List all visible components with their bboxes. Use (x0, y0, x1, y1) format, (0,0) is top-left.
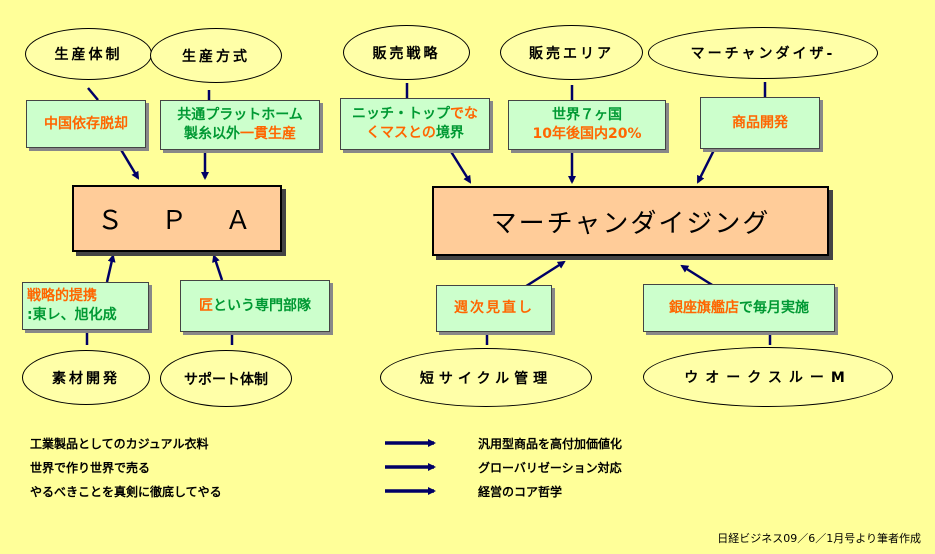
arrow-takumi-to-spa (212, 254, 224, 281)
oval-support-system: サポート体制 (160, 350, 292, 407)
box-common-platform-line2: 製糸以外一貫生産 (184, 125, 296, 144)
box-common-platform-line1: 共通プラットホーム (177, 107, 303, 123)
box-ginza-flagship-line: 銀座旗艦店で毎月実施 (669, 299, 809, 318)
summary-right-3: 経営のコア哲学 (478, 485, 563, 499)
arrow-productdev-to-md (696, 147, 717, 184)
oval-production-method: 生産方式 (150, 28, 282, 83)
summary-right-1: 汎用型商品を高付加価値化 (478, 437, 623, 451)
box-ginza-flagship-part-b: で毎月実施 (739, 299, 809, 316)
box-strategic-alliance: 戦略的提携 :東レ、旭化成 (22, 282, 149, 330)
oval-sales-area: 販売エリア (500, 25, 643, 80)
box-china-exit: 中国依存脱却 (26, 100, 146, 148)
box-niche-top-part-b: でな (450, 106, 478, 122)
box-world-seven: 世界７ヶ国 10年後国内20% (508, 100, 666, 150)
box-niche-top-part-c: くマスとの (366, 125, 436, 141)
connector-line (87, 87, 99, 101)
box-product-dev: 商品開発 (700, 97, 820, 149)
box-niche-top-part-d: 境界 (435, 125, 464, 141)
box-takumi: 匠という専門部隊 (180, 280, 330, 332)
box-weekly-review: 週次見直し (436, 285, 552, 332)
box-niche-top-part-a: ニッチ・トップ (352, 106, 450, 122)
box-ginza-flagship-part-a: 銀座旗艦店 (669, 299, 739, 316)
box-spa: Ｓ Ｐ Ａ (72, 185, 282, 252)
box-niche-top-line2: くマスとの境界 (366, 124, 464, 143)
box-takumi-part-b: という専門部隊 (213, 297, 311, 314)
summary-left-2: 世界で作り世界で売る (30, 461, 151, 475)
summary-left-3: やるべきことを真剣に徹底してやる (30, 485, 222, 499)
arrow-china-to-spa (118, 147, 140, 180)
oval-wo-kurusu-m: ウオークスルーM (643, 347, 893, 407)
box-strategic-alliance-line1: 戦略的提携 (27, 288, 97, 304)
box-merchandising: マーチャンダイジング (432, 186, 829, 256)
oval-production-system: 生産体制 (25, 28, 152, 80)
box-strategic-alliance-line2: :東レ、旭化成 (27, 307, 117, 323)
box-niche-top: ニッチ・トップでな くマスとの境界 (340, 98, 490, 150)
arrow-niche-to-md (448, 149, 472, 184)
box-takumi-part-a: 匠 (199, 297, 213, 314)
summary-right-2: グローバリゼーション対応 (478, 461, 622, 475)
arrow-alliance-to-spa (105, 254, 116, 283)
box-takumi-line: 匠という専門部隊 (199, 297, 311, 316)
summary-left-1: 工業製品としてのカジュアル衣料 (30, 437, 209, 451)
box-niche-top-line1: ニッチ・トップでな (352, 105, 478, 124)
box-common-platform: 共通プラットホーム 製糸以外一貫生産 (160, 100, 320, 150)
source-citation: 日経ビジネス09／6／1月号より筆者作成 (717, 532, 921, 545)
oval-material-dev: 素材開発 (22, 350, 150, 405)
box-world-seven-line1: 世界７ヶ国 (552, 107, 622, 123)
box-common-platform-part-a: 製糸以外 (184, 126, 240, 142)
oval-short-cycle: 短サイクル管理 (380, 348, 592, 407)
oval-merchandiser: マーチャンダイザ- (648, 27, 878, 79)
oval-sales-strategy: 販売戦略 (343, 25, 470, 80)
box-common-platform-part-b: 一貫生産 (240, 126, 296, 142)
box-world-seven-line2: 10年後国内20% (532, 126, 642, 142)
box-ginza-flagship: 銀座旗艦店で毎月実施 (643, 284, 835, 332)
